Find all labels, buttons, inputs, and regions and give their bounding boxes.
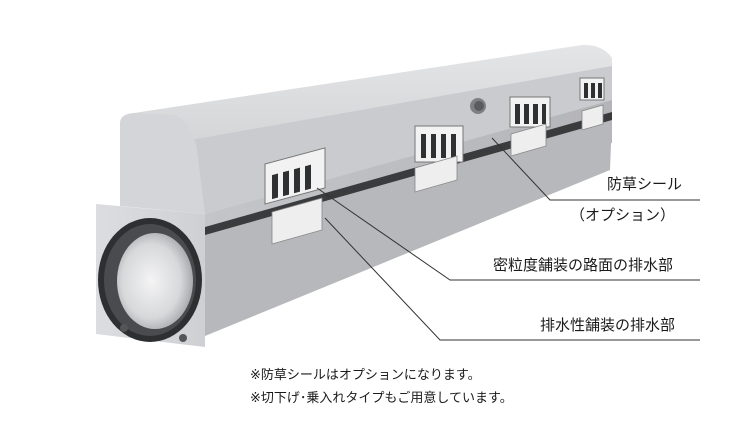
note-line-2: ※切下げ･乗入れタイプもご用意しています。 (250, 391, 513, 406)
porous-comb-plate-1 (271, 197, 323, 245)
leader-lines (316, 137, 700, 341)
callout-weed-seal: 防草シール (607, 175, 683, 193)
top-hole-inner (474, 101, 484, 111)
callout-dense-drain: 密粒度舗装の路面の排水部 (493, 256, 674, 274)
drain-slot-grid-4 (579, 77, 605, 101)
pipe-bolt-right (179, 334, 187, 342)
drain-slot-grid-2 (414, 125, 464, 163)
note-line-1: ※防草シールはオプションになります。 (250, 368, 481, 383)
leader-dense-drain (316, 187, 700, 281)
pipe-bolt-left (120, 324, 128, 332)
drain-slot-grid-1 (264, 147, 326, 205)
drain-slot-grid-3 (509, 96, 551, 128)
pipe-inner (117, 233, 193, 329)
block-front-cap (120, 113, 205, 214)
porous-comb-plate-4 (581, 104, 604, 131)
callout-optional: （オプション） (570, 206, 676, 224)
block-lower-side (205, 118, 612, 336)
porous-comb-plate-3 (510, 123, 547, 157)
leader-porous-drain (324, 217, 700, 341)
leader-weed-seal (491, 137, 700, 201)
callout-porous-drain: 排水性舗装の排水部 (540, 316, 676, 334)
porous-comb-plate-2 (414, 155, 458, 193)
